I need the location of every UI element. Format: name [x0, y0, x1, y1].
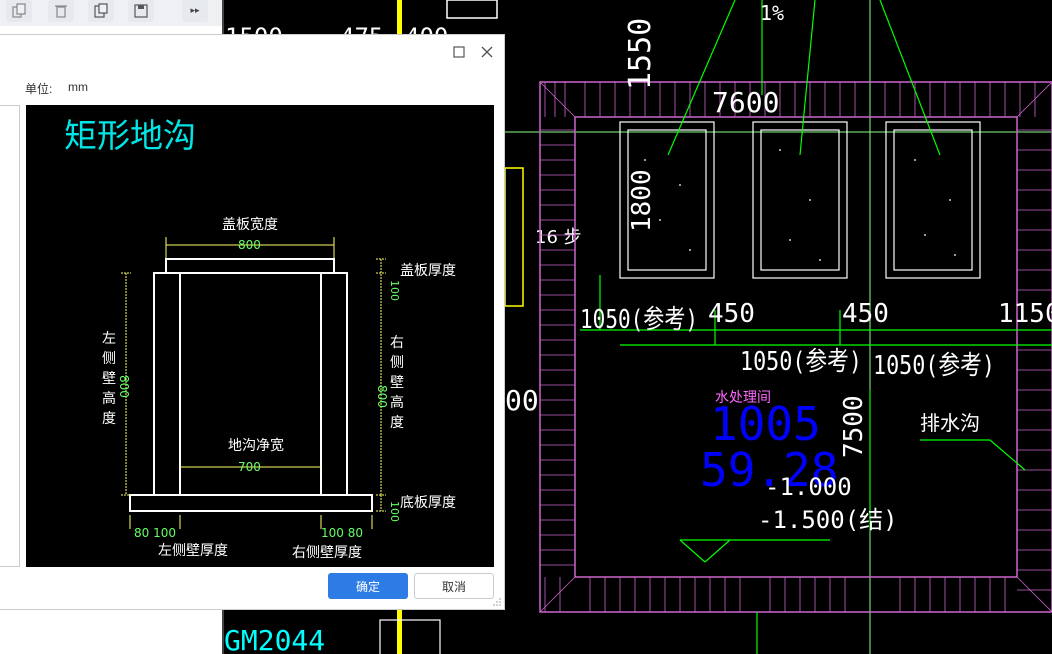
- cad-drain-label: 排水沟: [920, 411, 980, 435]
- cover-width-label: 盖板宽度: [222, 216, 278, 233]
- cad-room-code: 1005: [710, 397, 821, 451]
- pit-outlines: [619, 121, 981, 279]
- left-wall-height-label: 侧: [102, 351, 116, 367]
- cad-slope: 1%: [760, 1, 784, 25]
- ok-button[interactable]: 确定: [328, 573, 408, 599]
- unit-label: 单位:: [25, 82, 53, 96]
- left-wall-height-value: 800: [117, 375, 131, 398]
- right-wall-height-label: 壁: [390, 375, 404, 391]
- cover-thickness-label: 盖板厚度: [400, 263, 456, 279]
- clear-width-label: 地沟净宽: [228, 437, 284, 454]
- type-list-panel[interactable]: [0, 105, 20, 567]
- save-icon[interactable]: [128, 0, 154, 22]
- cad-dim-1050-ref: 1050(参考): [580, 305, 698, 335]
- panel-bottom: [0, 610, 222, 654]
- cad-dim-7600: 7600: [712, 86, 779, 119]
- cad-elevation: -1.000: [765, 473, 852, 501]
- cad-dim-1050-ref: 1050(参考): [873, 351, 995, 381]
- cad-dim-450: 450: [842, 299, 889, 329]
- left-wall-height-label: 高: [102, 390, 116, 407]
- right-wall-height-label: 右: [390, 335, 404, 351]
- resize-grip-icon[interactable]: [493, 598, 501, 606]
- left-wall-height-label: 度: [102, 411, 116, 427]
- cad-room-name: 水处理间: [715, 390, 771, 406]
- base-slab: [129, 494, 373, 512]
- cad-dim-1150: 1150: [998, 299, 1052, 329]
- right-wall-height-label: 高: [390, 394, 404, 411]
- maximize-icon[interactable]: [450, 43, 468, 61]
- right-wall-thickness-dims: 100 80: [321, 526, 363, 540]
- ditch-preview-image: 矩形地沟 盖板宽度 800 100 盖板厚度 800: [26, 105, 494, 567]
- right-wall-height-value: 800: [375, 385, 389, 408]
- paste-icon[interactable]: [88, 0, 114, 22]
- left-wall-height-label: 左: [102, 331, 116, 347]
- left-wall-height-label: 壁: [102, 371, 116, 387]
- cover-thickness-value: 100: [388, 280, 401, 301]
- cad-partial-00: 00: [505, 384, 539, 417]
- cover-slab: [165, 258, 335, 274]
- cad-elevation: -1.500(结): [758, 506, 898, 534]
- more-icon[interactable]: ▸▸: [182, 0, 208, 22]
- close-icon[interactable]: [478, 43, 496, 61]
- copy-icon[interactable]: [6, 0, 32, 22]
- right-wall-height-label: 度: [390, 415, 404, 431]
- panel-strip: [0, 26, 222, 34]
- cad-room-area: 59.28: [700, 443, 838, 497]
- preview-title: 矩形地沟: [64, 116, 196, 155]
- cover-width-value: 800: [238, 238, 261, 252]
- unit-value: mm: [68, 80, 88, 94]
- cad-dim-1800: 1800: [627, 169, 657, 232]
- cad-dim-1050-ref: 1050(参考): [740, 347, 862, 377]
- delete-icon[interactable]: [48, 0, 74, 22]
- right-wall-height-label: 侧: [390, 355, 404, 371]
- ditch-dialog: 单位: mm 矩形地沟 盖板宽度 800: [0, 34, 505, 610]
- toolbar: ▸▸: [0, 0, 222, 27]
- cancel-button[interactable]: 取消: [414, 573, 494, 599]
- cad-dim-450: 450: [708, 299, 755, 329]
- cad-label-steps: 16 步: [535, 227, 582, 248]
- left-wall-thickness-dims: 80 100: [134, 526, 176, 540]
- pit-dots: [644, 149, 956, 261]
- base-thickness-value: 100: [388, 501, 401, 522]
- base-thickness-label: 底板厚度: [400, 495, 456, 511]
- clear-width-value: 700: [238, 460, 261, 474]
- cad-dim-1550: 1550: [623, 18, 658, 90]
- left-wall-thickness-label: 左侧壁厚度: [158, 543, 228, 559]
- right-wall-thickness-label: 右侧壁厚度: [292, 545, 362, 561]
- leader-lines: [580, 0, 1052, 654]
- cad-door-tag: GM2044: [224, 624, 325, 654]
- cad-dim-7500: 7500: [839, 395, 869, 458]
